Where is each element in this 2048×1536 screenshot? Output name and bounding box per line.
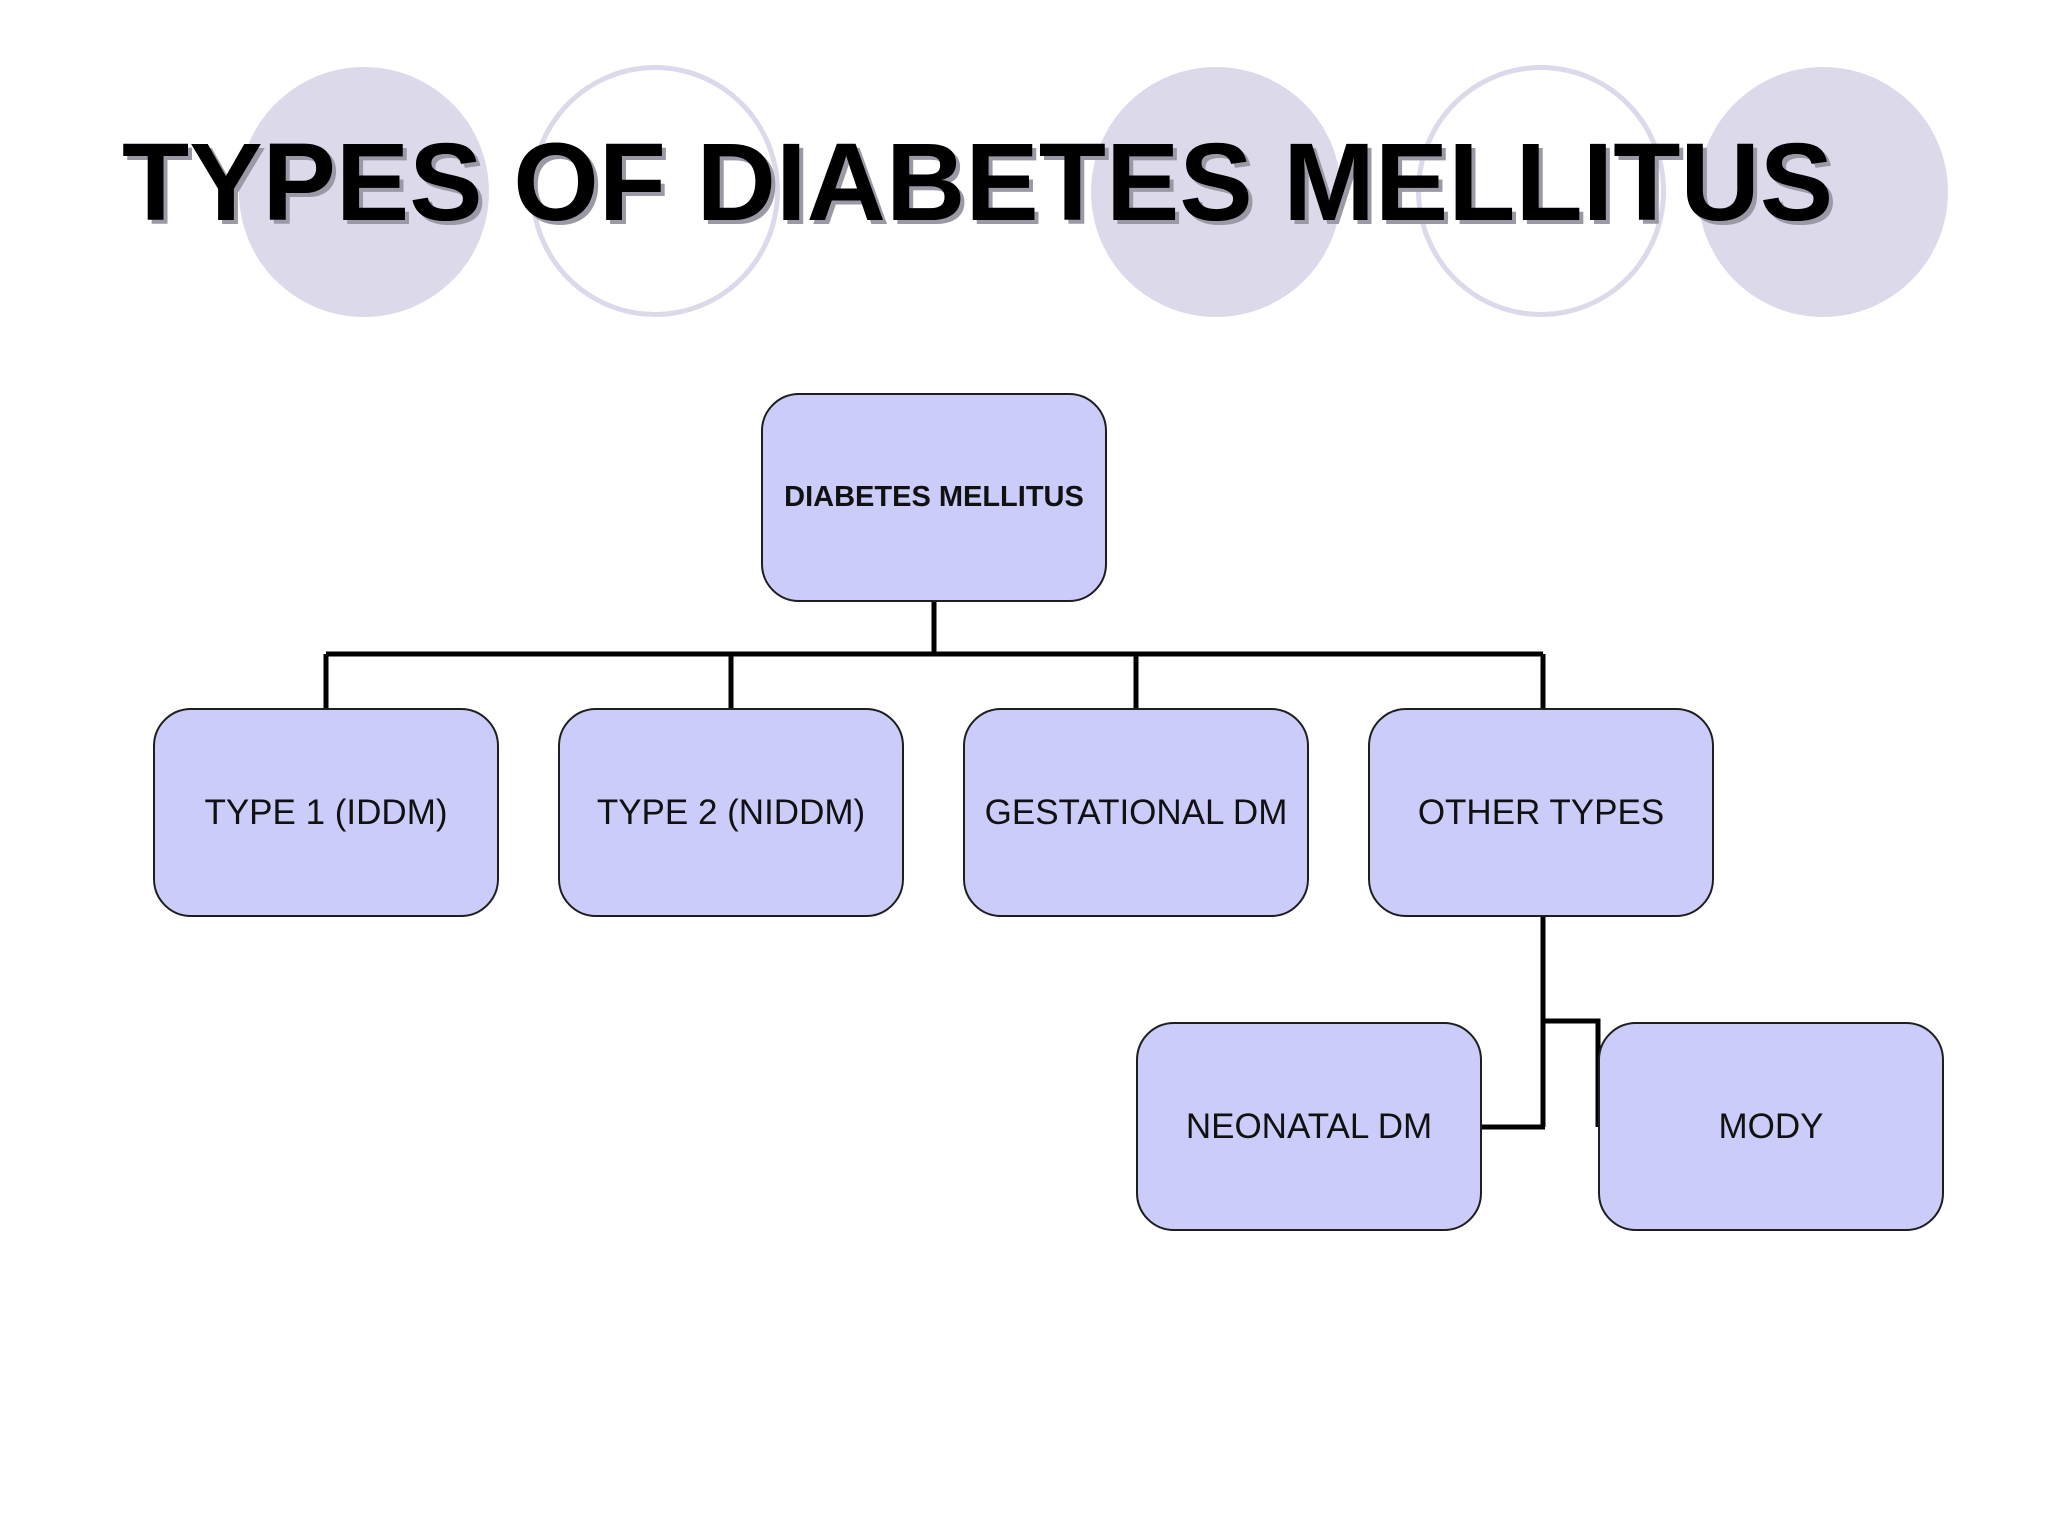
node-type-2: TYPE 2 (NIDDM) xyxy=(558,708,904,917)
decorative-circle xyxy=(1091,67,1341,317)
node-diabetes-mellitus: DIABETES MELLITUS xyxy=(761,393,1107,602)
node-gestational-dm: GESTATIONAL DM xyxy=(963,708,1309,917)
decorative-ring xyxy=(1416,65,1666,317)
node-type-1: TYPE 1 (IDDM) xyxy=(153,708,499,917)
decorative-circle xyxy=(239,67,489,317)
decorative-ring xyxy=(530,65,780,317)
node-other-types: OTHER TYPES xyxy=(1368,708,1714,917)
connector-to-mody xyxy=(1543,1018,1601,1127)
decorative-circle xyxy=(1698,67,1948,317)
slide-title: TYPES OF DIABETES MELLITUS xyxy=(122,121,1834,244)
node-mody: MODY xyxy=(1598,1022,1944,1231)
node-neonatal-dm: NEONATAL DM xyxy=(1136,1022,1482,1231)
